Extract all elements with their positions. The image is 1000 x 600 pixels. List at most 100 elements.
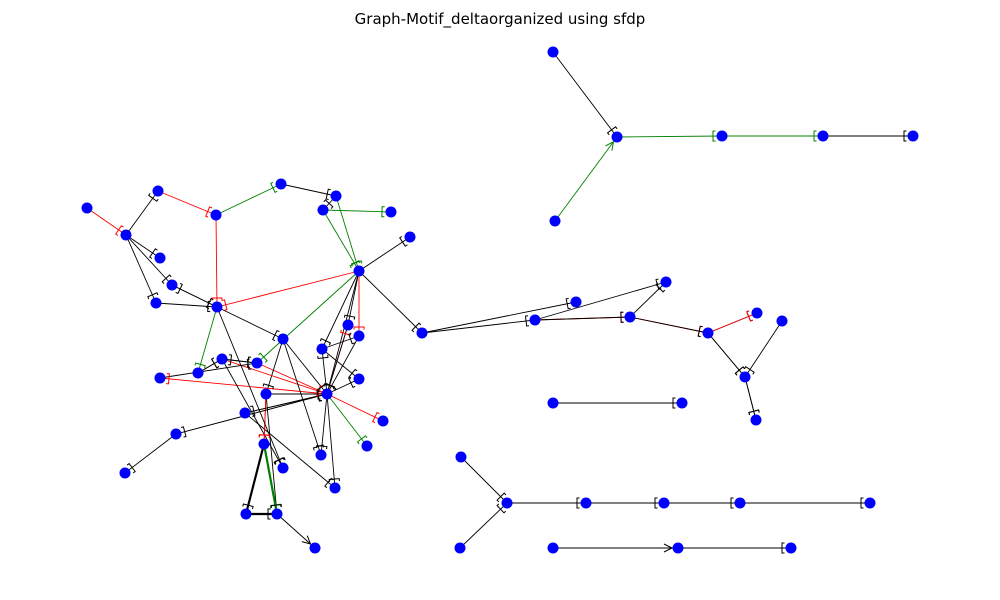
edge-end-marker [655, 282, 666, 293]
edge-end-marker [813, 130, 817, 142]
graph-node [672, 542, 684, 554]
graph-node [154, 372, 166, 384]
graph-edge [616, 135, 723, 138]
edge-end-marker [781, 542, 785, 554]
edge-end-marker [246, 358, 252, 370]
graph-node [258, 438, 270, 450]
graph-edge [358, 236, 411, 272]
graph-node [817, 130, 829, 142]
edge-arrowhead [301, 535, 312, 545]
graph-edge [265, 338, 284, 395]
edge-end-marker [270, 181, 278, 194]
graph-node [739, 371, 751, 383]
edge-end-marker [576, 497, 580, 509]
graph-node [716, 130, 728, 142]
edge-end-marker [115, 225, 124, 236]
edge-end-marker [353, 326, 365, 330]
graph-edge [326, 378, 360, 395]
graph-node [377, 415, 389, 427]
graph-edge [421, 301, 577, 334]
graph-edge [265, 393, 278, 515]
graph-node [353, 330, 365, 342]
graph-edge [216, 270, 360, 308]
graph-node [119, 467, 131, 479]
graph-node [315, 449, 327, 461]
edge-end-marker [272, 329, 280, 342]
graph-edge [221, 358, 328, 395]
edge-end-marker [126, 462, 136, 474]
graph-edge [175, 393, 328, 435]
graph-node [309, 542, 321, 554]
graph-node [342, 319, 354, 331]
edge-end-marker [316, 383, 328, 393]
edge-end-marker [180, 426, 187, 438]
graph-edge [326, 393, 384, 422]
edge-end-marker [227, 354, 233, 366]
graph-edge [86, 207, 127, 236]
edge-end-marker [317, 354, 329, 360]
edge-end-marker [323, 199, 334, 209]
edge-end-marker [165, 373, 170, 385]
graph-edge [321, 348, 360, 380]
edge-layer [86, 51, 913, 549]
graph-edge [326, 324, 349, 395]
graph-edge [216, 306, 284, 469]
graph-node [702, 327, 714, 339]
edge-end-marker [206, 297, 214, 310]
graph-node [166, 279, 178, 291]
graph-node [907, 130, 919, 142]
edge-end-marker [221, 299, 228, 311]
graph-node [864, 497, 876, 509]
graph-edge [215, 214, 218, 308]
edge-end-marker [524, 315, 530, 327]
edge-arrowhead [605, 140, 615, 151]
edge-end-marker [348, 368, 358, 380]
graph-node [192, 367, 204, 379]
edge-end-marker [161, 274, 172, 284]
graph-node [353, 265, 365, 277]
edge-end-marker [903, 130, 907, 142]
edge-end-marker [194, 362, 206, 369]
graph-edge [707, 312, 758, 334]
graph-edge [256, 270, 360, 364]
graph-node [216, 353, 228, 365]
graph-node [240, 508, 252, 520]
graph-node [547, 542, 559, 554]
graph-edge [534, 316, 631, 321]
edge-end-marker [620, 311, 624, 323]
graph-node [271, 508, 283, 520]
graph-node [81, 202, 93, 214]
graph-edge [124, 433, 177, 474]
edge-end-marker [746, 310, 754, 322]
edge-end-marker [348, 332, 355, 345]
graph-node [529, 314, 541, 326]
graph-node [660, 276, 672, 288]
edge-end-marker [325, 188, 331, 200]
edge-end-marker [712, 130, 716, 142]
edge-end-marker [496, 492, 507, 503]
graph-node [385, 206, 397, 218]
edge-end-marker [381, 206, 385, 218]
graph-edge [629, 281, 667, 318]
edge-end-marker [743, 366, 755, 375]
edge-end-marker [250, 405, 256, 417]
edge-end-marker [262, 383, 275, 390]
graph-edge [282, 338, 328, 395]
graph-node [152, 185, 164, 197]
graph-node [321, 388, 333, 400]
graph-edge [125, 234, 173, 286]
graph-node [570, 296, 582, 308]
edge-end-marker [175, 282, 183, 295]
graph-edge [707, 332, 746, 378]
edge-end-marker [242, 503, 254, 510]
edge-end-marker [496, 503, 507, 514]
graph-edge [554, 136, 618, 222]
edge-end-marker [267, 508, 271, 520]
graph-edge [459, 502, 508, 549]
graph-edge [335, 195, 360, 272]
graph-node [785, 542, 797, 554]
graph-node [154, 252, 166, 264]
edge-end-marker [211, 357, 220, 369]
graph-node [580, 497, 592, 509]
graph-node [275, 178, 287, 190]
